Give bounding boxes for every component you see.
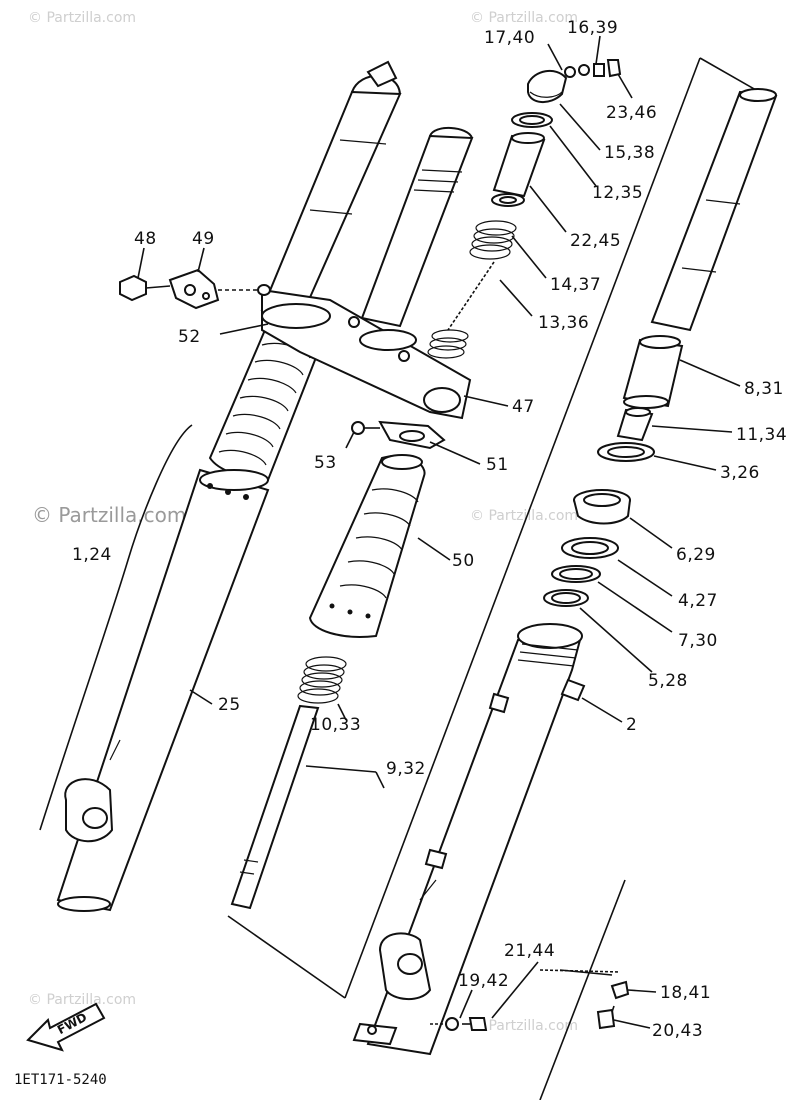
callout-1-24: 1,24 (72, 545, 112, 565)
callout-47: 47 (512, 397, 535, 417)
assembly-guide-lines (227, 57, 771, 1100)
callout-12-35: 12,35 (592, 183, 643, 203)
callout-4-27: 4,27 (678, 591, 718, 611)
callout-10-33: 10,33 (310, 715, 361, 735)
callout-16-39: 16,39 (567, 18, 618, 38)
watermark: © Partzilla.com (470, 1018, 578, 1034)
callout-5-28: 5,28 (648, 671, 688, 691)
callout-25: 25 (218, 695, 241, 715)
callout-7-30: 7,30 (678, 631, 718, 651)
watermark: © Partzilla.com (28, 992, 136, 1008)
watermark: © Partzilla.com (470, 508, 578, 524)
callout-labels: 16,39 17,40 23,46 15,38 12,35 22,45 14,3… (72, 18, 787, 1041)
callout-50: 50 (452, 551, 475, 571)
cable-guide-parts (351, 420, 446, 450)
callout-6-29: 6,29 (676, 545, 716, 565)
left-fork-assembly (39, 60, 402, 912)
diagram-code: 1ET171-5240 (14, 1072, 107, 1088)
callout-49: 49 (192, 229, 215, 249)
callout-19-42: 19,42 (458, 971, 509, 991)
callout-21-44: 21,44 (504, 941, 555, 961)
top-cap-parts (427, 59, 622, 359)
callout-52: 52 (178, 327, 201, 347)
right-outer-tube (352, 623, 586, 1056)
upper-crown-bracket (261, 127, 474, 420)
callout-13-36: 13,36 (538, 313, 589, 333)
callout-48: 48 (134, 229, 157, 249)
callout-11-34: 11,34 (736, 425, 787, 445)
watermark-main: © Partzilla.com (32, 503, 186, 527)
center-boot-and-damper (230, 454, 426, 910)
callout-2: 2 (626, 715, 637, 735)
drain-screw-parts (430, 969, 630, 1031)
leader-lines (137, 35, 741, 1029)
callout-15-38: 15,38 (604, 143, 655, 163)
clamp-bolt-and-plate (119, 268, 271, 310)
callout-18-41: 18,41 (660, 983, 711, 1003)
callout-3-26: 3,26 (720, 463, 760, 483)
callout-14-37: 14,37 (550, 275, 601, 295)
callout-20-43: 20,43 (652, 1021, 703, 1041)
callout-17-40: 17,40 (484, 28, 535, 48)
fwd-arrow: FWD (26, 1002, 106, 1052)
callout-23-46: 23,46 (606, 103, 657, 123)
right-inner-tube-parts (597, 88, 778, 462)
callout-8-31: 8,31 (744, 379, 784, 399)
watermark: © Partzilla.com (470, 10, 578, 26)
callout-9-32: 9,32 (386, 759, 426, 779)
seal-stack (543, 489, 631, 607)
callout-51: 51 (486, 455, 509, 475)
callout-53: 53 (314, 453, 337, 473)
callout-22-45: 22,45 (570, 231, 621, 251)
watermark: © Partzilla.com (28, 10, 136, 26)
